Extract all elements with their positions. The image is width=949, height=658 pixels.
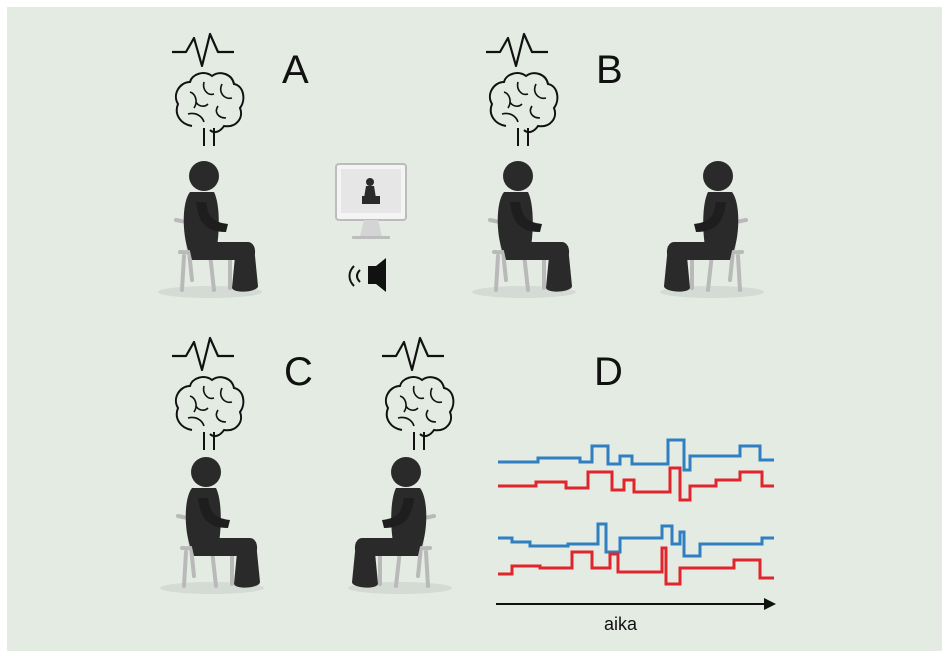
heartbeat-icon bbox=[486, 34, 548, 66]
signal-trace-blue-1 bbox=[498, 440, 774, 470]
brain-icon bbox=[176, 377, 243, 450]
seated-person-icon bbox=[660, 161, 764, 298]
signal-trace-red-1 bbox=[498, 468, 774, 500]
brain-icon bbox=[386, 377, 453, 450]
seated-person-icon bbox=[472, 161, 576, 298]
panel-label-b: B bbox=[596, 50, 623, 90]
monitor-icon bbox=[336, 164, 406, 239]
panel-label-a: A bbox=[282, 50, 309, 90]
heartbeat-icon bbox=[382, 338, 444, 370]
seated-person-icon bbox=[160, 457, 264, 594]
panel-label-c: C bbox=[284, 352, 313, 392]
heartbeat-icon bbox=[172, 338, 234, 370]
time-axis-arrow bbox=[496, 598, 776, 610]
heartbeat-icon bbox=[172, 34, 234, 66]
brain-icon bbox=[490, 73, 557, 146]
panel-label-d: D bbox=[594, 352, 623, 392]
brain-icon bbox=[176, 73, 243, 146]
seated-person-icon bbox=[348, 457, 452, 594]
speaker-icon bbox=[350, 258, 387, 292]
time-axis-label: aika bbox=[604, 614, 637, 635]
seated-person-icon bbox=[158, 161, 262, 298]
signal-trace-red-2 bbox=[498, 548, 774, 584]
signal-trace-blue-2 bbox=[498, 524, 774, 556]
